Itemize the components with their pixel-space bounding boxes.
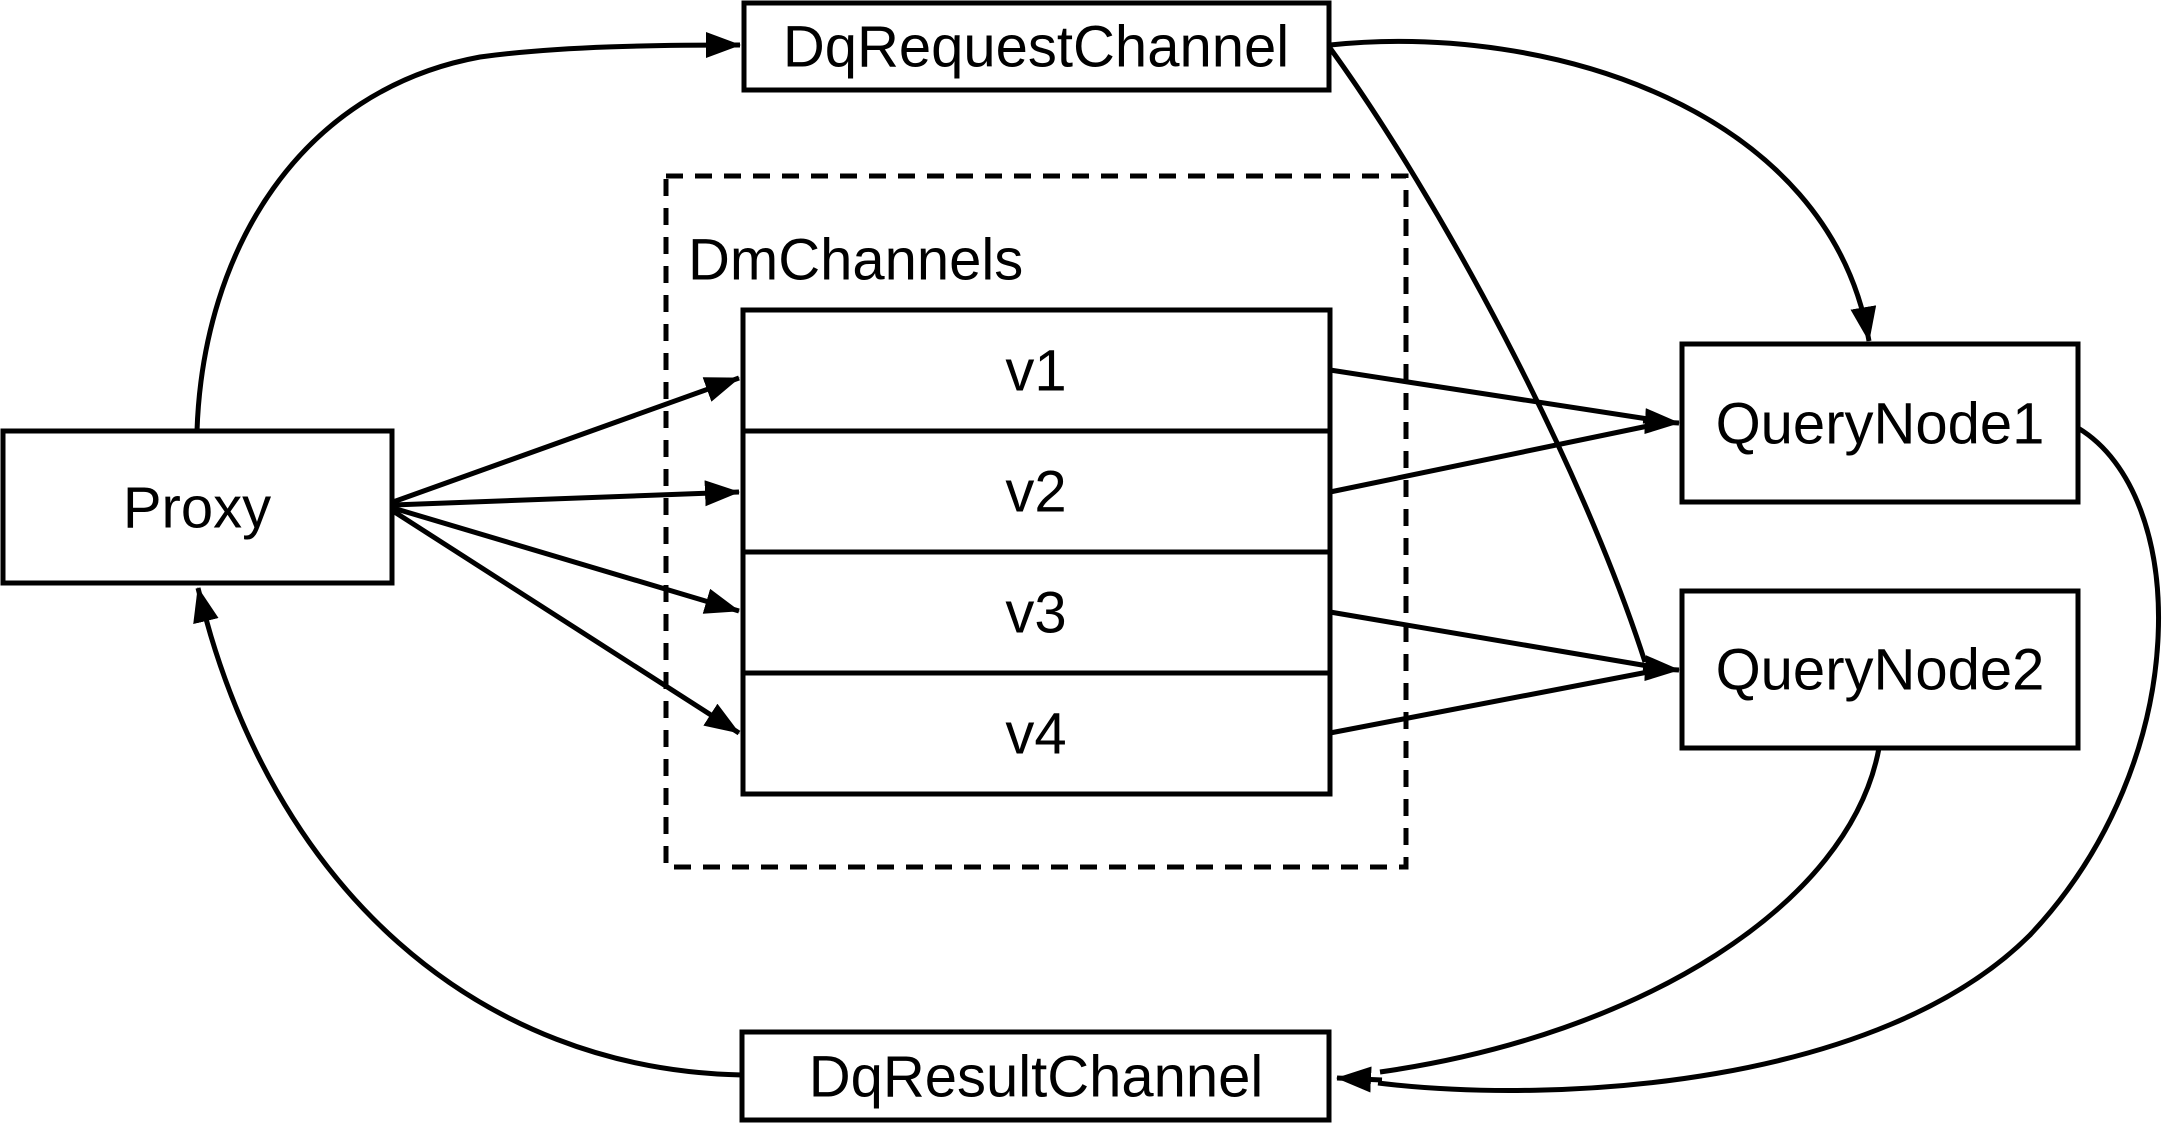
node-dqrequestchannel: DqRequestChannel [741, 0, 1332, 93]
edge-v3-to-querynode2 [1329, 609, 1649, 669]
node-proxy: Proxy [0, 428, 395, 586]
edge-proxy-to-v2 [392, 480, 740, 508]
querynode1-box [1679, 341, 2081, 505]
edge-dqresultchannel-to-proxy [193, 587, 743, 1078]
node-querynode1: QueryNode1 [1679, 341, 2081, 505]
channel-v1-label: v1 [1005, 339, 1066, 404]
edge-v2-to-querynode1 [1329, 423, 1649, 495]
edges [193, 32, 2162, 1093]
channel-stack: v1 v2 v3 v4 [740, 307, 1333, 797]
edge-proxy-to-v1 [392, 375, 740, 505]
edge-dqrequestchannel-to-querynode1 [1329, 38, 1877, 342]
edge-proxy-to-v4 [391, 508, 741, 736]
channel-v2-label: v2 [1005, 460, 1066, 525]
dm-channels-dashed-border [663, 173, 1409, 870]
dqresultchannel-label: DqResultChannel [809, 1045, 1264, 1110]
querynode2-box [1679, 588, 2081, 751]
dm-channels-container: DmChannels [663, 173, 1409, 870]
dqrequestchannel-box [741, 0, 1332, 93]
edge-proxy-to-v3 [392, 505, 740, 614]
proxy-box [0, 428, 395, 586]
channel-v4-label: v4 [1005, 702, 1066, 767]
channel-v3-label: v3 [1005, 581, 1066, 646]
proxy-label: Proxy [123, 476, 271, 541]
arrow-stub-querynode1-left [1642, 408, 1680, 435]
edge-v1-to-querynode1 [1329, 367, 1649, 422]
arrow-stub-querynode2-left [1642, 655, 1680, 682]
querynode1-label: QueryNode1 [1716, 392, 2045, 457]
node-querynode2: QueryNode2 [1679, 588, 2081, 751]
dqresultchannel-box [739, 1029, 1332, 1123]
edge-v4-to-querynode2 [1329, 669, 1649, 736]
edge-proxy-to-dqrequestchannel [194, 32, 741, 432]
querynode2-label: QueryNode2 [1716, 638, 2045, 703]
arrow-stub-dqresultchannel-right [1336, 1066, 1383, 1093]
edge-querynode2-to-dqresultchannel [1379, 747, 1882, 1075]
dqrequestchannel-label: DqRequestChannel [783, 15, 1289, 80]
edge-dqrequestchannel-to-querynode2 [1327, 46, 1648, 663]
edge-querynode1-to-dqresultchannel [1377, 425, 2162, 1093]
dm-channels-label: DmChannels [688, 228, 1023, 293]
node-dqresultchannel: DqResultChannel [739, 1029, 1332, 1123]
